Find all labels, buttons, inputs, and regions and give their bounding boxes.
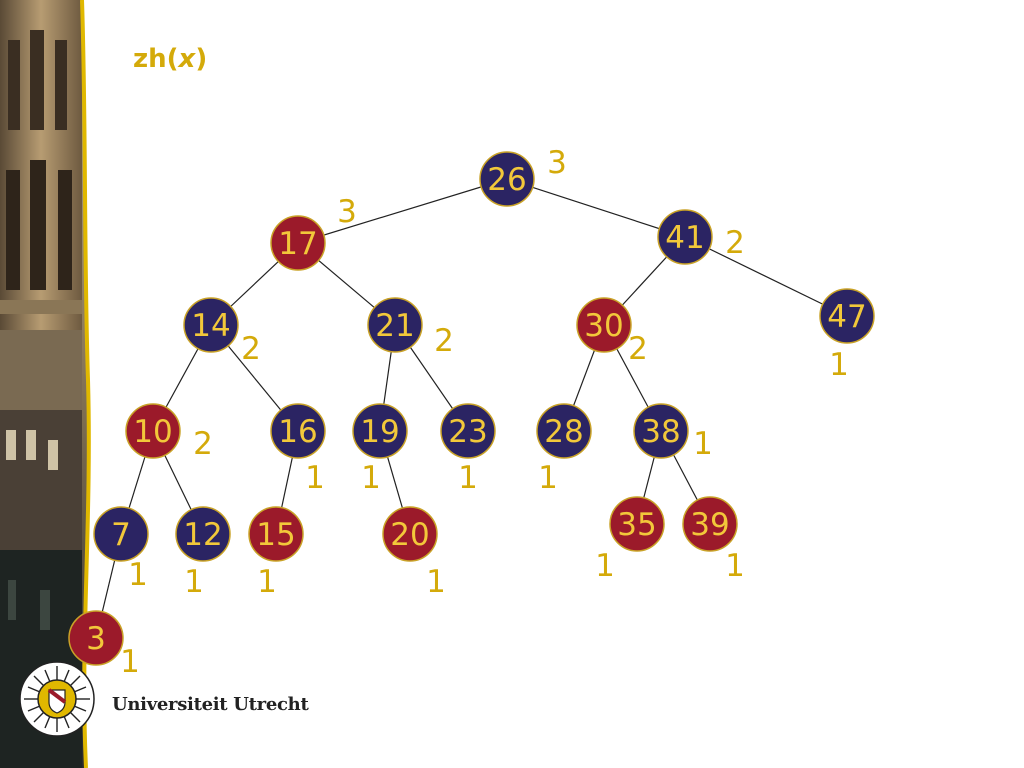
node-circle-7 — [93, 506, 149, 562]
university-name: Universiteit Utrecht — [112, 694, 309, 715]
node-height-label-14: 2 — [241, 331, 261, 367]
tree-node-41: 41 2 — [657, 209, 745, 265]
node-circle-12 — [175, 506, 231, 562]
node-circle-20 — [382, 506, 438, 562]
node-circle-17 — [270, 215, 326, 271]
node-circle-23 — [440, 403, 496, 459]
utrecht-tower-photo — [0, 0, 94, 768]
node-height-label-47: 1 — [829, 347, 849, 383]
node-height-label-26: 3 — [547, 145, 567, 181]
node-key-16: 16 — [278, 414, 317, 450]
node-key-19: 19 — [360, 414, 399, 450]
node-circle-47 — [819, 288, 875, 344]
node-key-38: 38 — [641, 414, 680, 450]
node-key-30: 30 — [584, 308, 623, 344]
tree-node-16: 161 — [270, 403, 326, 496]
node-key-12: 12 — [183, 517, 222, 553]
node-height-label-21: 2 — [434, 323, 454, 359]
node-height-label-23: 1 — [458, 460, 478, 496]
tree-node-10: 10 2 — [125, 403, 213, 462]
title-variable: x — [178, 44, 196, 74]
tree-node-47: 471 — [819, 288, 875, 383]
title-prefix: zh( — [133, 44, 179, 74]
node-key-28: 28 — [544, 414, 583, 450]
tree-node-38: 38 1 — [633, 403, 713, 462]
node-key-17: 17 — [278, 226, 317, 262]
tree-node-26: 26 3 — [479, 145, 567, 207]
node-key-7: 7 — [111, 517, 131, 553]
node-circle-3 — [68, 610, 124, 666]
tree-node-28: 281 — [536, 403, 592, 496]
tree-node-23: 231 — [440, 403, 496, 496]
tree-node-12: 121 — [175, 506, 231, 600]
tree-node-21: 21 2 — [367, 297, 454, 359]
node-circle-28 — [536, 403, 592, 459]
tree-node-30: 302 — [576, 297, 648, 367]
tree-edge-41-47 — [684, 236, 848, 317]
tree-node-14: 14 2 — [183, 297, 261, 367]
university-seal-icon — [19, 661, 95, 737]
tree-node-20: 201 — [382, 506, 446, 600]
node-key-39: 39 — [690, 507, 729, 543]
node-height-label-12: 1 — [184, 564, 204, 600]
node-circle-41 — [657, 209, 713, 265]
node-height-label-41: 2 — [725, 225, 745, 261]
node-height-label-7: 1 — [128, 557, 148, 593]
tree-node-7: 71 — [93, 506, 149, 593]
node-key-47: 47 — [827, 299, 866, 335]
node-circle-39 — [682, 496, 738, 552]
node-key-15: 15 — [256, 517, 295, 553]
tree-node-19: 191 — [352, 403, 408, 496]
node-key-41: 41 — [665, 220, 704, 256]
node-height-label-35: 1 — [595, 548, 615, 584]
node-height-label-17: 3 — [337, 194, 357, 230]
node-key-20: 20 — [390, 517, 429, 553]
node-circle-16 — [270, 403, 326, 459]
node-height-label-10: 2 — [193, 426, 213, 462]
tree-node-3: 31 — [68, 610, 140, 680]
node-key-23: 23 — [448, 414, 487, 450]
node-height-label-39: 1 — [725, 548, 745, 584]
node-key-10: 10 — [133, 414, 172, 450]
node-height-label-19: 1 — [361, 460, 381, 496]
node-key-21: 21 — [375, 308, 414, 344]
node-circle-10 — [125, 403, 181, 459]
node-circle-26 — [479, 151, 535, 207]
slide-title: zh(x) — [133, 44, 207, 74]
tree-node-35: 351 — [595, 496, 665, 584]
node-circle-19 — [352, 403, 408, 459]
tree-edge-26-41 — [506, 178, 686, 238]
tree-edge-26-17 — [297, 178, 508, 244]
node-height-label-20: 1 — [426, 564, 446, 600]
node-height-label-3: 1 — [120, 644, 140, 680]
node-circle-35 — [609, 496, 665, 552]
node-height-label-30: 2 — [628, 331, 648, 367]
node-height-label-15: 1 — [257, 564, 277, 600]
tree-node-15: 151 — [248, 506, 304, 600]
node-height-label-16: 1 — [305, 460, 325, 496]
node-key-3: 3 — [86, 621, 106, 657]
node-key-35: 35 — [617, 507, 656, 543]
node-circle-30 — [576, 297, 632, 353]
node-circle-14 — [183, 297, 239, 353]
tree-node-17: 17 3 — [270, 194, 357, 271]
node-circle-21 — [367, 297, 423, 353]
university-logo — [18, 660, 318, 750]
node-key-14: 14 — [191, 308, 230, 344]
node-circle-15 — [248, 506, 304, 562]
node-height-label-38: 1 — [693, 426, 713, 462]
tree-node-39: 391 — [682, 496, 745, 584]
node-key-26: 26 — [487, 162, 526, 198]
node-circle-38 — [633, 403, 689, 459]
title-suffix: ) — [195, 44, 208, 74]
node-height-label-28: 1 — [538, 460, 558, 496]
